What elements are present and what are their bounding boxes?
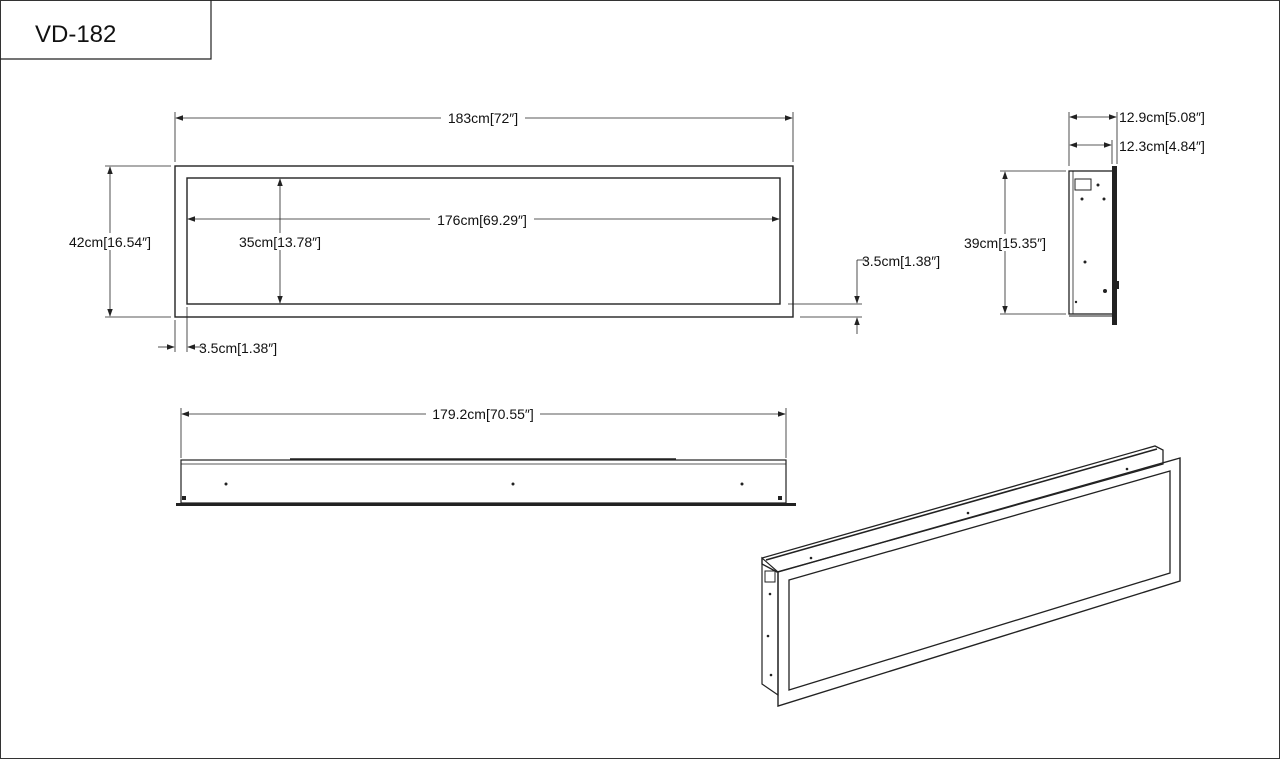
side-body <box>1068 170 1115 315</box>
inner-height-label: 35cm[13.78″] <box>239 234 321 250</box>
isometric-view <box>761 445 1181 707</box>
side-control-box <box>1074 178 1092 191</box>
front-view: 183cm[72″] 176cm[69.29″] 35cm[13.78″] 42… <box>62 109 940 356</box>
depth-body-label: 12.3cm[4.84″] <box>1119 138 1205 154</box>
iso-inner-glass <box>788 470 1171 691</box>
front-inner-glass <box>186 177 781 305</box>
depth-total-label: 12.9cm[5.08″] <box>1119 109 1205 125</box>
overall-width-label: 183cm[72″] <box>448 110 518 126</box>
overall-height-label: 42cm[16.54″] <box>69 234 151 250</box>
iso-outer-frame <box>777 457 1181 707</box>
frame-right-label: 3.5cm[1.38″] <box>862 253 940 269</box>
iso-control-box <box>764 570 776 583</box>
side-front-flange <box>1112 166 1117 325</box>
front-outer-frame <box>174 165 794 318</box>
frame-left-label: 3.5cm[1.38″] <box>199 340 277 356</box>
title-block: VD-182 <box>0 0 212 60</box>
body-width-label: 179.2cm[70.55″] <box>432 406 533 422</box>
body-height-label: 39cm[15.35″] <box>964 235 1046 251</box>
side-view: 12.9cm[5.08″] 12.3cm[4.84″] 39cm[15.35″] <box>956 109 1205 325</box>
inner-width-label: 176cm[69.29″] <box>437 212 527 228</box>
model-title: VD-182 <box>35 21 116 48</box>
top-view: 179.2cm[70.55″] <box>176 405 796 506</box>
top-body <box>180 459 787 504</box>
